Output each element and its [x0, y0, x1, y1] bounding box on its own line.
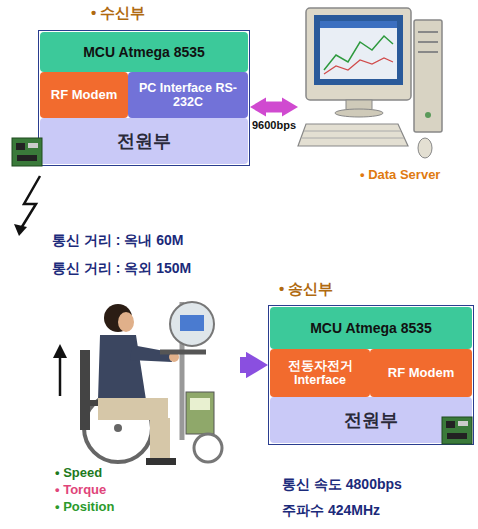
rider-illustration: [53, 302, 222, 465]
circuit-board: [17, 155, 37, 161]
wireless-bolt: [14, 224, 27, 236]
circuit-board: [458, 421, 468, 426]
data-server-computer: [298, 124, 408, 146]
rider-illustration: [160, 350, 206, 355]
rider-illustration: [118, 312, 134, 332]
data-server-computer: [302, 138, 404, 139]
circuit-board: [442, 417, 472, 444]
function-band: RF Modem: [40, 72, 128, 118]
data-server-computer: [414, 20, 442, 132]
data-server-computer: [306, 8, 411, 100]
server-node: • Data Server: [298, 4, 448, 190]
band-label: PC Interface RS-232C: [132, 81, 244, 110]
data-server-computer: [425, 112, 431, 118]
data-server-computer: [314, 15, 403, 85]
band-label: 전원부: [344, 410, 398, 431]
data-server-computer: [324, 36, 393, 70]
data-server-computer: [418, 138, 432, 158]
data-server-computer: [418, 41, 438, 43]
rider-illustration: [186, 392, 214, 434]
data-server-computer: [418, 31, 438, 33]
rider-illustration: [146, 458, 176, 465]
function-band: MCU Atmega 8535: [270, 307, 472, 349]
circuit-board: [12, 138, 42, 166]
circuit-board: [12, 138, 42, 166]
module-box: • 수신부MCU Atmega 8535RF ModemPC Interface…: [38, 30, 250, 166]
rider-illustration: [150, 418, 170, 460]
rider-photo: • Speed • Torque • Position: [45, 300, 240, 525]
rider-illustration: [98, 335, 146, 400]
rider-illustration: [59, 356, 62, 396]
band-label: 전원부: [117, 131, 171, 152]
circuit-board: [447, 433, 467, 439]
rider-illustration: [190, 398, 210, 410]
server-label: • Data Server: [360, 168, 440, 183]
note-label: 주파수 424MHz: [282, 502, 380, 518]
function-band: 전동자전거 Interface: [270, 349, 370, 397]
data-server-computer: [304, 131, 401, 132]
band-label: RF Modem: [388, 366, 454, 381]
band-label: RF Modem: [51, 88, 117, 103]
function-band: PC Interface RS-232C: [128, 72, 248, 118]
link-arrow: [264, 102, 283, 113]
rider-illustration: [98, 398, 168, 420]
function-band: MCU Atmega 8535: [40, 32, 248, 72]
circuit-board: [442, 417, 472, 444]
data-server-computer: [320, 21, 397, 28]
rider-illustration: [114, 424, 122, 432]
wireless-bolt: [14, 176, 40, 236]
note-label: 통신 거리 : 옥내 60M: [52, 232, 183, 248]
circuit-board: [16, 143, 25, 150]
module-heading: • 수신부: [91, 4, 145, 21]
data-server-computer: [418, 51, 438, 53]
note-label: 통신 속도 4800bps: [282, 476, 402, 492]
note-label: 통신 거리 : 옥외 150M: [52, 260, 191, 276]
rider-illustration: [53, 344, 67, 358]
sensor-label: • Speed: [55, 466, 102, 481]
data-server-computer: [324, 58, 393, 74]
band-label: 전동자전거 Interface: [274, 359, 366, 388]
band-label: MCU Atmega 8535: [310, 320, 432, 336]
data-server-computer: [298, 8, 442, 158]
circuit-board: [446, 421, 455, 428]
edge-label: 9600bps: [251, 119, 297, 132]
sensor-label: • Torque: [55, 483, 106, 498]
rider-illustration: [80, 350, 90, 430]
data-server-computer: [335, 109, 383, 117]
module-box: • 송신부MCU Atmega 8535전동자전거 InterfaceRF Mo…: [268, 305, 474, 445]
band-label: MCU Atmega 8535: [83, 44, 205, 60]
link-arrow: [240, 357, 248, 373]
circuit-board: [28, 143, 38, 148]
function-band: 전원부: [270, 397, 472, 443]
module-heading: • 송신부: [279, 280, 333, 297]
rider-illustration: [194, 434, 222, 462]
function-band: RF Modem: [370, 349, 472, 397]
rider-illustration: [170, 302, 214, 346]
rider-illustration: [180, 315, 204, 331]
function-band: 전원부: [40, 118, 248, 164]
data-server-computer: [320, 21, 397, 79]
wireless-bolt: [20, 176, 40, 230]
sensor-label: • Position: [55, 500, 114, 515]
